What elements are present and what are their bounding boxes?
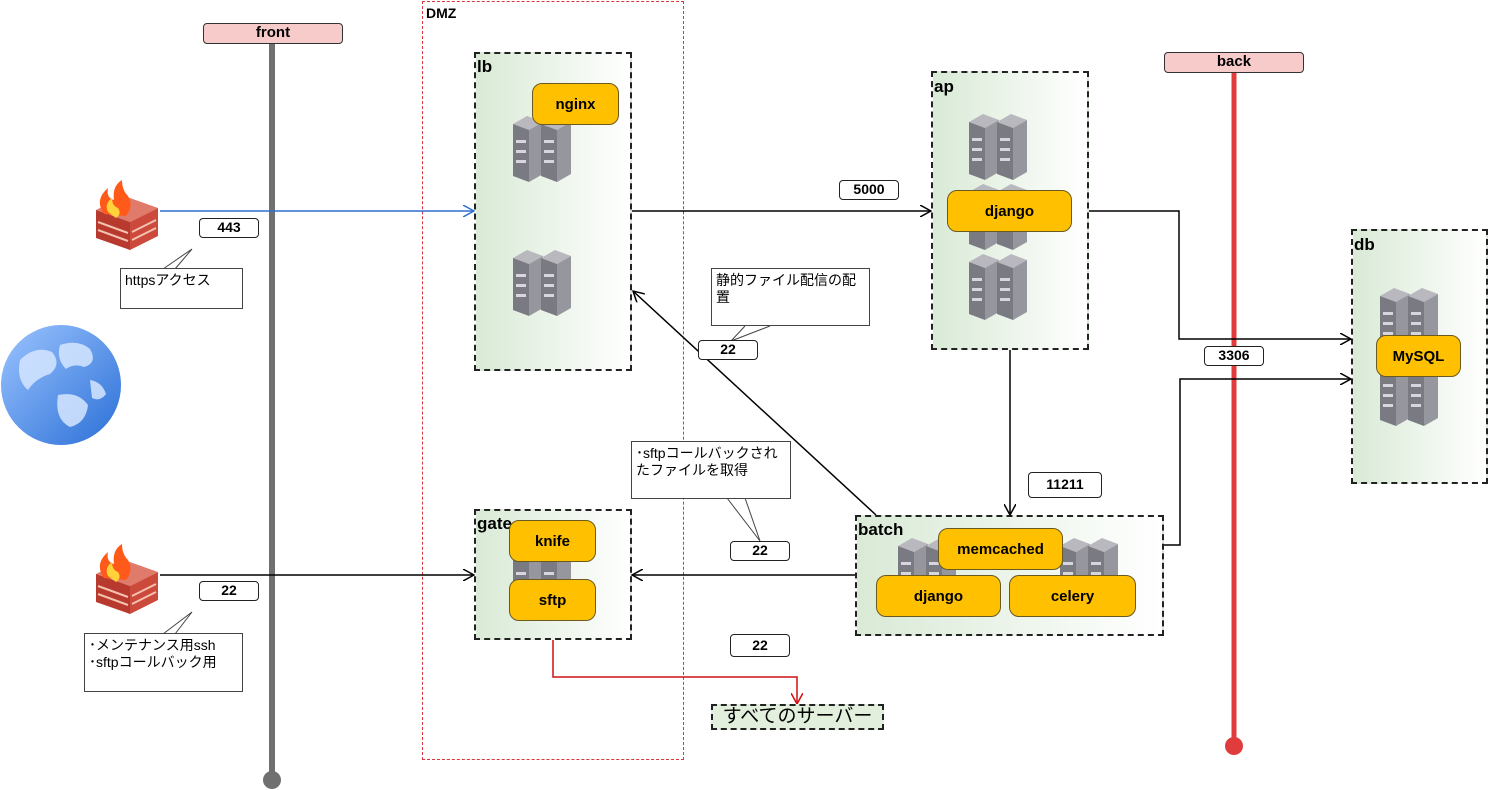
static-note-pointer [730, 325, 771, 342]
db-group-title: db [1354, 235, 1375, 254]
firewall-ssh-icon [96, 544, 158, 614]
sftp-note-pointer [726, 497, 761, 542]
ap-group-title: ap [934, 77, 954, 96]
port-11211-label: 11211 [1028, 472, 1102, 498]
knife-service: knife [509, 520, 596, 562]
static-note: 静的ファイル配信の配置 [711, 268, 870, 326]
batch-django-service: django [876, 575, 1001, 617]
port-all-22-label: 22 [730, 634, 790, 657]
batch-to-lb-arrow [633, 291, 877, 516]
port-3306-label: 3306 [1204, 346, 1264, 366]
https-note: httpsアクセス [120, 268, 243, 309]
nginx-service: nginx [532, 83, 619, 125]
front-network-label: front [203, 23, 343, 44]
port-static-22-label: 22 [698, 340, 758, 360]
port-ssh-22-label: 22 [199, 581, 259, 601]
all-servers-target: すべてのサーバー [711, 704, 884, 730]
ssh-note-pointer [162, 611, 193, 635]
dmz-zone [422, 1, 684, 760]
celery-service: celery [1009, 575, 1136, 617]
dmz-title: DMZ [426, 5, 457, 21]
port-sftp-22-label: 22 [730, 541, 790, 561]
port-443-label: 443 [199, 218, 259, 238]
batch-to-db-arrow [1164, 379, 1351, 546]
firewall-https-icon [96, 180, 158, 250]
https-note-pointer [162, 248, 193, 270]
lb-group-title: lb [477, 57, 493, 76]
batch-group-title: batch [858, 520, 904, 539]
internet-globe-icon [1, 325, 121, 445]
gate-to-all-arrow [552, 640, 797, 704]
memcached-service: memcached [938, 528, 1063, 570]
back-network-label: back [1164, 52, 1304, 73]
sftp-service: sftp [509, 579, 596, 621]
sftp-note: ･sftpコールバックされたファイルを取得 [631, 441, 791, 499]
port-5000-label: 5000 [839, 180, 899, 200]
back-network-end [1225, 737, 1243, 755]
ap-to-db-arrow [1089, 210, 1351, 339]
ap-django-service: django [947, 190, 1072, 232]
ssh-note: ･メンテナンス用ssh ･sftpコールバック用 [84, 633, 243, 692]
front-network-end [263, 771, 281, 789]
gate-group-title: gate [477, 514, 512, 533]
mysql-service: MySQL [1376, 335, 1461, 377]
